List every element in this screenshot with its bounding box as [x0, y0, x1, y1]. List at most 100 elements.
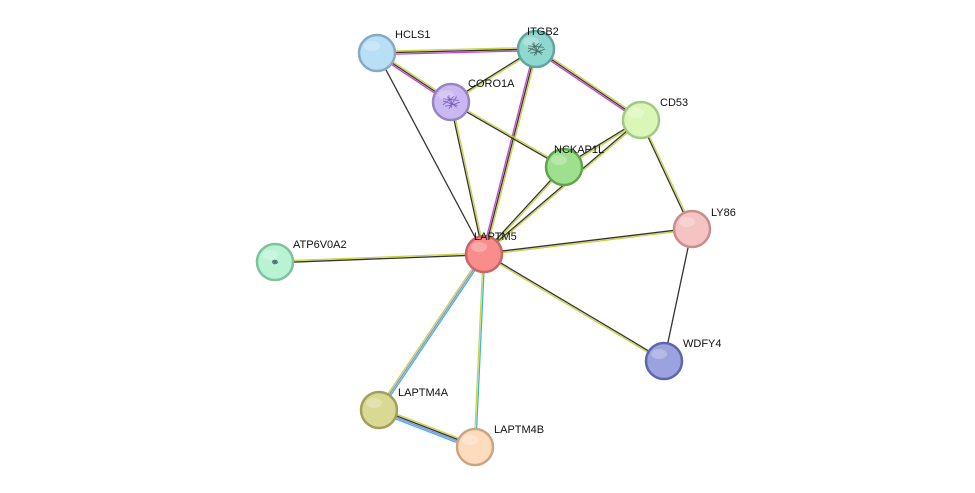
structure-stroke: [274, 259, 278, 265]
node-coro1a[interactable]: CORO1A: [431, 78, 515, 122]
node-label: WDFY4: [683, 338, 722, 350]
edge-evidence-line: [377, 252, 484, 410]
node-gloss: [551, 155, 567, 165]
edge-evidence-line: [376, 52, 485, 255]
node-gloss: [523, 37, 539, 47]
node-circle[interactable]: [644, 341, 684, 381]
node-gloss: [471, 242, 487, 252]
node-laptm5[interactable]: LAPTM5: [464, 231, 517, 274]
node-label: ATP6V0A2: [293, 239, 347, 251]
node-wdfy4[interactable]: WDFY4: [644, 338, 722, 381]
node-gloss: [364, 41, 380, 51]
edge-evidence-line: [641, 119, 694, 229]
edge-evidence-line: [484, 167, 566, 255]
node-laptm4b[interactable]: LAPTM4B: [455, 424, 544, 467]
edge-evidence-line: [475, 254, 486, 448]
edge-cd53-laptm5[interactable]: [483, 118, 642, 256]
edge-evidence-line: [483, 118, 641, 254]
edge-evidence-line: [483, 227, 692, 254]
node-hcls1[interactable]: HCLS1: [357, 29, 430, 73]
structure-stroke: [448, 95, 458, 106]
edge-laptm4b-laptm5[interactable]: [473, 253, 486, 448]
edge-itgb2-cd53[interactable]: [534, 47, 643, 122]
node-nckap1l[interactable]: NCKAP1L: [544, 144, 604, 187]
edge-coro1a-laptm5[interactable]: [449, 101, 486, 255]
structure-stroke: [535, 43, 543, 56]
node-circle[interactable]: [621, 100, 661, 140]
node-itgb2[interactable]: ITGB2: [516, 26, 559, 69]
node-label: LAPTM4A: [398, 387, 449, 399]
edge-evidence-line: [379, 254, 486, 412]
structure-stroke: [273, 259, 278, 264]
node-ly86[interactable]: LY86: [672, 207, 736, 249]
edge-evidence-line: [484, 229, 693, 256]
node-circle[interactable]: [544, 147, 584, 187]
edge-evidence-line: [484, 120, 642, 256]
edge-evidence-line: [482, 166, 564, 254]
edge-evidence-line: [663, 228, 693, 362]
edge-evidence-line: [484, 49, 539, 255]
edge-ly86-wdfy4[interactable]: [663, 228, 693, 362]
edge-evidence-line: [449, 102, 484, 255]
edge-ly86-laptm5[interactable]: [483, 227, 693, 256]
edge-evidence-line: [377, 49, 537, 56]
protein-structure-icon: [442, 95, 461, 110]
node-gloss: [438, 90, 454, 100]
edge-evidence-line: [275, 254, 485, 264]
edge-cd53-ly86[interactable]: [639, 119, 694, 230]
edge-evidence-line: [535, 48, 642, 121]
node-label: LAPTM4B: [494, 424, 544, 436]
node-gloss: [679, 217, 695, 227]
edge-evidence-line: [481, 48, 536, 254]
node-label: LY86: [711, 207, 736, 219]
node-atp6v0a2[interactable]: ATP6V0A2: [255, 239, 347, 282]
structure-stroke: [446, 96, 452, 110]
edge-evidence-line: [376, 46, 536, 53]
edge-evidence-line: [483, 48, 537, 255]
node-label: LAPTM5: [474, 231, 517, 243]
edge-evidence-line: [451, 101, 486, 254]
protein-structure-icon: [527, 42, 546, 57]
edge-evidence-line: [483, 254, 664, 363]
edge-evidence-line: [450, 102, 564, 169]
node-label: ITGB2: [527, 26, 559, 38]
edge-coro1a-nckap1l[interactable]: [450, 100, 565, 169]
edge-wdfy4-laptm5[interactable]: [483, 252, 665, 363]
edge-evidence-line: [274, 252, 484, 262]
structure-stroke: [450, 96, 458, 109]
edge-evidence-line: [378, 253, 485, 411]
node-gloss: [651, 349, 667, 359]
edge-hcls1-itgb2[interactable]: [376, 46, 537, 56]
node-circle[interactable]: [357, 33, 397, 73]
edge-nckap1l-laptm5[interactable]: [482, 166, 566, 255]
structure-stroke: [533, 42, 543, 53]
node-circle[interactable]: [359, 390, 399, 430]
node-label: CD53: [660, 97, 688, 109]
node-gloss: [366, 398, 382, 408]
node-circle[interactable]: [464, 234, 504, 274]
node-label: HCLS1: [395, 29, 430, 41]
edge-atp6v0a2-laptm5[interactable]: [274, 252, 485, 264]
node-circle[interactable]: [672, 209, 712, 249]
edge-evidence-line: [473, 253, 484, 447]
edge-evidence-line: [376, 48, 537, 54]
edge-laptm4a-laptm5[interactable]: [377, 252, 486, 412]
node-cd53[interactable]: CD53: [621, 97, 688, 140]
protein-structure-icon: [271, 259, 279, 265]
edge-itgb2-laptm5[interactable]: [481, 48, 539, 255]
structure-stroke: [531, 43, 537, 57]
node-laptm4a[interactable]: LAPTM4A: [359, 387, 449, 430]
node-label: NCKAP1L: [554, 144, 604, 156]
edge-evidence-line: [639, 120, 692, 230]
edge-hcls1-laptm5[interactable]: [376, 52, 485, 255]
node-circle[interactable]: [455, 427, 495, 467]
edge-evidence-line: [534, 49, 641, 122]
node-gloss: [262, 250, 278, 260]
node-label: CORO1A: [468, 78, 515, 90]
edge-evidence-line: [484, 252, 665, 361]
edge-evidence-line: [451, 100, 565, 167]
edge-evidence-line: [536, 47, 643, 120]
node-gloss: [462, 435, 478, 445]
